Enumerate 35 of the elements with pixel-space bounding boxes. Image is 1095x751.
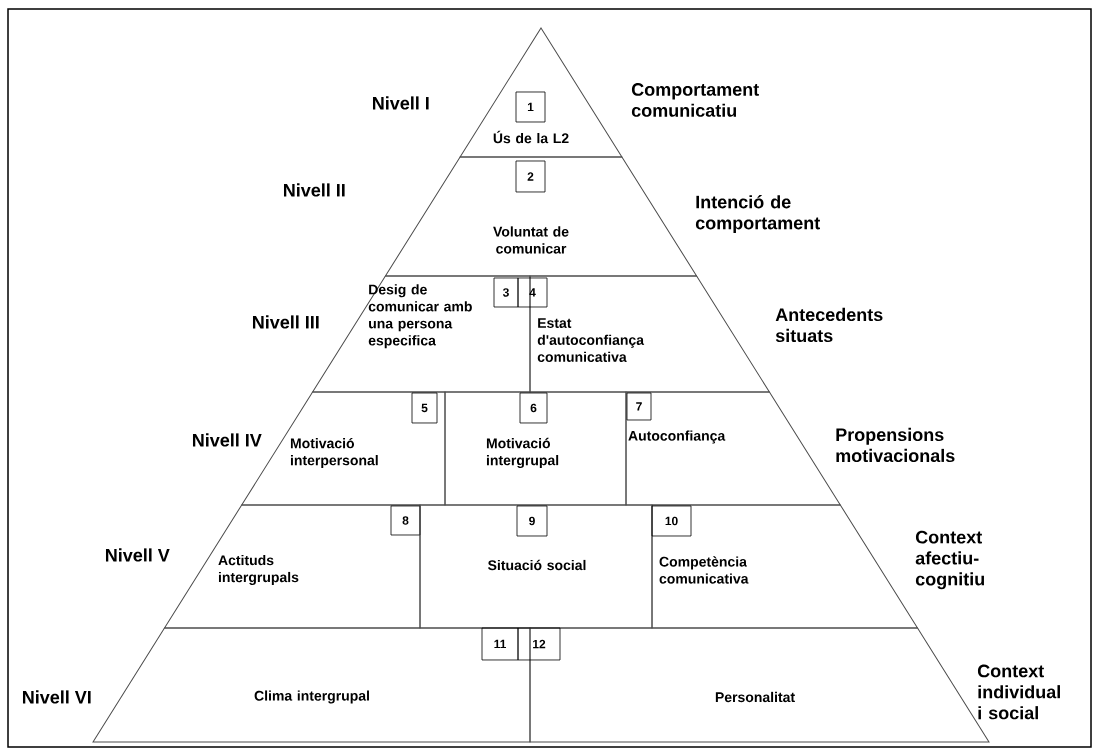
category-label: Propensions motivacionals (836, 427, 955, 463)
cell-label: Actituds intergrupals (218, 554, 299, 586)
level-label: Nivell I (373, 96, 429, 110)
cell-label: Voluntat de comunicar (493, 226, 569, 254)
category-label: Context individual i social (977, 664, 1060, 720)
category-label: Context afectiu-cognitiu (915, 530, 985, 590)
category-label: Comportament comunicatiu (631, 83, 759, 117)
number-box: 5 (411, 392, 438, 424)
cell-label: Personalitat (715, 691, 795, 703)
cell-label: Clima intergrupal (254, 690, 369, 704)
number-box: 4 (517, 277, 548, 308)
level-label: Nivell V (106, 548, 170, 562)
number-box: 6 (519, 392, 548, 424)
cell-label: Motivació intergrupal (486, 437, 559, 469)
cell-label: Ús de la L2 (493, 130, 569, 144)
number-box: 9 (516, 505, 548, 537)
number-box: 10 (651, 505, 692, 537)
level-label: Nivell IV (193, 433, 262, 447)
number-box: 11 (481, 627, 519, 661)
cell-label: Situació social (488, 559, 586, 571)
category-label: Antecedents situats (775, 307, 883, 343)
cell-label: Desig de comunicar amb una persona especifica (368, 284, 472, 349)
number-box: 3 (493, 277, 519, 308)
cell-label: Autoconfiança (628, 430, 726, 444)
number-box: 8 (390, 505, 421, 536)
category-label: Intenció de comportament (695, 195, 820, 233)
number-box: 12 (517, 627, 561, 661)
number-box: 1 (515, 91, 546, 123)
cell-label: Motivació interpersonal (290, 437, 378, 469)
cell-label: Estat d'autoconfiança comunicativa (537, 318, 645, 362)
number-box: 7 (626, 392, 652, 421)
level-label: Nivell III (253, 315, 319, 329)
level-label: Nivell II (284, 183, 345, 197)
number-box: 2 (515, 160, 546, 193)
cell-label: Competència comunicativa (659, 556, 749, 584)
